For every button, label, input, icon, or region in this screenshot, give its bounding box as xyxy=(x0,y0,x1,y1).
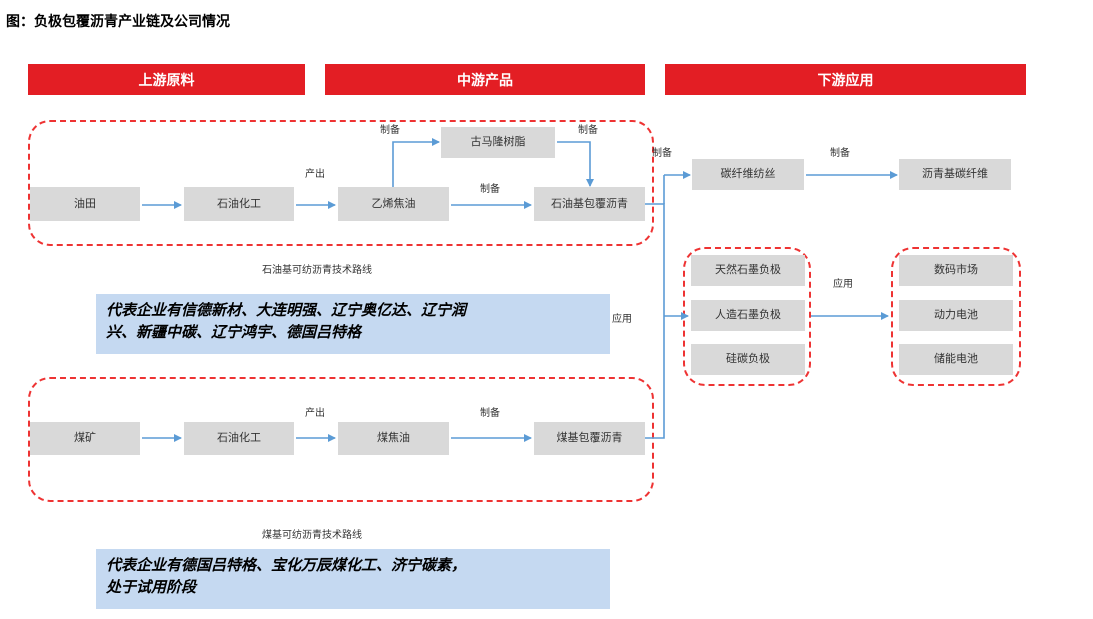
note-line: 代表企业有德国吕特格、宝化万辰煤化工、济宁碳素， xyxy=(106,556,467,574)
node-coal-tar: 煤焦油 xyxy=(338,422,449,455)
node-artificial-graphite-anode: 人造石墨负极 xyxy=(691,300,805,331)
petro-companies-note: 代表企业有信德新材、大连明强、辽宁奥亿达、辽宁润 兴、新疆中碳、辽宁鸿宇、德国吕… xyxy=(96,294,610,354)
petro-route-outline xyxy=(28,120,654,246)
petro-route-caption: 石油基可纺沥青技术路线 xyxy=(262,265,372,276)
node-storage-battery: 储能电池 xyxy=(899,344,1013,375)
coal-companies-note: 代表企业有德国吕特格、宝化万辰煤化工、济宁碳素， 处于试用阶段 xyxy=(96,549,610,609)
label-prepare: 制备 xyxy=(480,408,500,419)
label-apply: 应用 xyxy=(612,314,632,325)
node-silicon-carbon-anode: 硅碳负极 xyxy=(691,344,805,375)
market-group-outline xyxy=(891,247,1021,386)
header-midstream: 中游产品 xyxy=(325,64,645,95)
node-petrochem: 石油化工 xyxy=(184,187,294,221)
node-carbon-fiber-spinning: 碳纤维纺丝 xyxy=(692,159,804,190)
label-prepare: 制备 xyxy=(380,125,400,136)
node-coal-coated-pitch: 煤基包覆沥青 xyxy=(534,422,645,455)
node-oilfield: 油田 xyxy=(30,187,140,221)
node-power-battery: 动力电池 xyxy=(899,300,1013,331)
node-coumarone-resin: 古马隆树脂 xyxy=(441,127,555,158)
node-coal-mine: 煤矿 xyxy=(30,422,140,455)
note-line: 处于试用阶段 xyxy=(106,578,197,596)
label-prepare: 制备 xyxy=(480,184,500,195)
node-coal-petrochem: 石油化工 xyxy=(184,422,294,455)
label-apply: 应用 xyxy=(833,279,853,290)
node-pitch-carbon-fiber: 沥青基碳纤维 xyxy=(899,159,1011,190)
label-prepare: 制备 xyxy=(578,125,598,136)
label-prepare: 制备 xyxy=(652,148,672,159)
note-line: 代表企业有信德新材、大连明强、辽宁奥亿达、辽宁润 xyxy=(106,301,467,319)
node-digital-market: 数码市场 xyxy=(899,255,1013,286)
header-downstream: 下游应用 xyxy=(665,64,1026,95)
node-ethylene-tar: 乙烯焦油 xyxy=(338,187,449,221)
coal-route-outline xyxy=(28,377,654,502)
coal-route-caption: 煤基可纺沥青技术路线 xyxy=(262,530,362,541)
label-prepare: 制备 xyxy=(830,148,850,159)
node-petro-coated-pitch: 石油基包覆沥青 xyxy=(534,187,645,221)
node-natural-graphite-anode: 天然石墨负极 xyxy=(691,255,805,286)
label-produce: 产出 xyxy=(305,169,325,180)
page-title: 图：负极包覆沥青产业链及公司情况 xyxy=(6,14,230,30)
label-produce: 产出 xyxy=(305,408,325,419)
note-line: 兴、新疆中碳、辽宁鸿宇、德国吕特格 xyxy=(106,323,362,341)
header-upstream: 上游原料 xyxy=(28,64,305,95)
